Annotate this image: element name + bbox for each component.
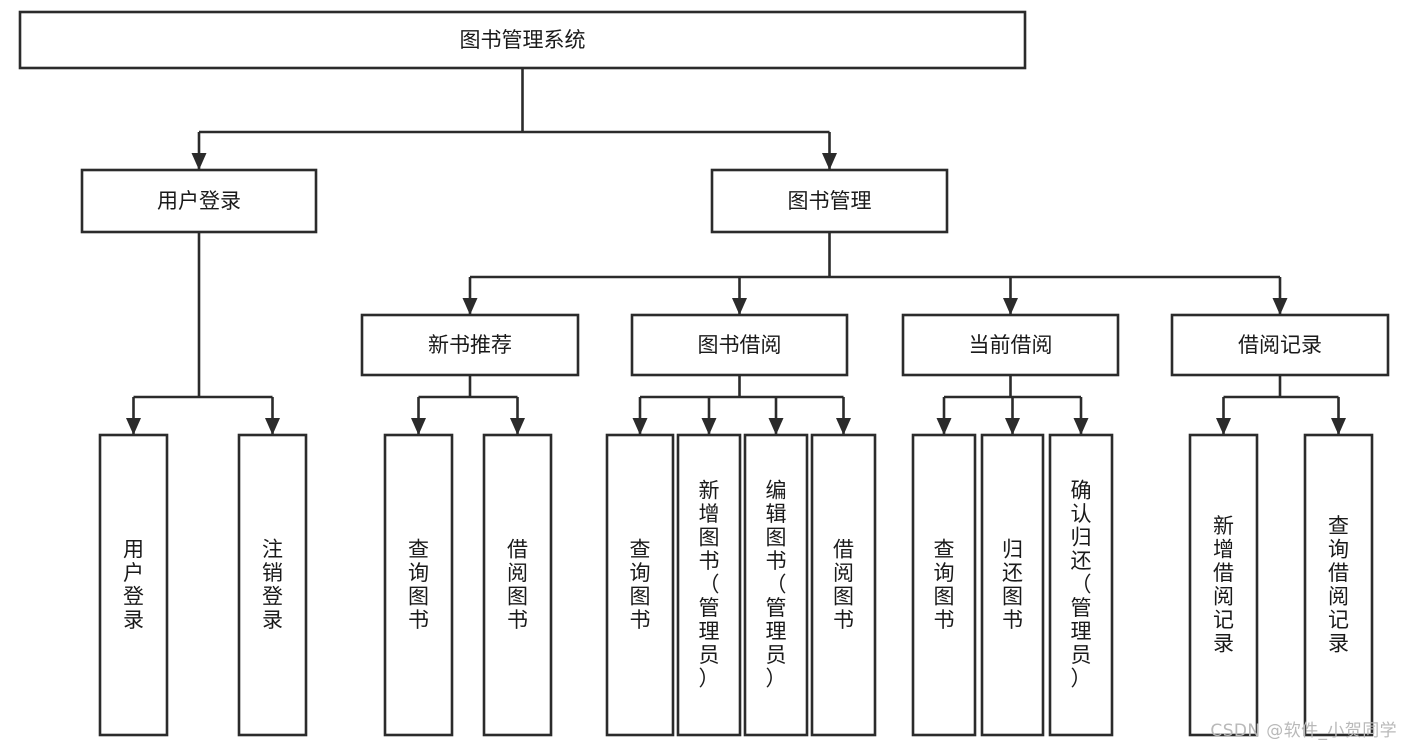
node-box — [1048, 433, 1114, 737]
arrowhead-icon — [1003, 298, 1018, 315]
node-box — [1303, 433, 1374, 737]
node-label: 图书管理 — [788, 189, 872, 213]
arrowhead-icon — [1005, 418, 1020, 435]
node-label: 新增借阅记录 — [1213, 514, 1234, 656]
nodes-layer: 图书管理系统用户登录图书管理新书推荐图书借阅当前借阅借阅记录用户登录注销登录查询… — [18, 10, 1390, 737]
node-label: 编辑图书（管理员） — [766, 479, 787, 691]
arrowhead-icon — [768, 418, 784, 435]
node-label: 查询图书 — [934, 537, 955, 632]
arrowhead-icon — [191, 153, 207, 170]
node-label: 确认归还（管理员） — [1071, 479, 1092, 691]
node-box — [630, 313, 849, 377]
node-leaf-query-book-borrow[interactable]: 查询图书 — [605, 433, 675, 737]
node-new-book-rec[interactable]: 新书推荐 — [360, 313, 580, 377]
node-box — [80, 168, 318, 234]
edge-group-new-book-rec — [411, 375, 525, 435]
arrowhead-icon — [411, 418, 426, 435]
node-label: 借阅图书 — [833, 537, 854, 632]
node-borrow-record[interactable]: 借阅记录 — [1170, 313, 1390, 377]
node-label: 查询借阅记录 — [1328, 514, 1349, 656]
node-box — [482, 433, 553, 737]
node-current-borrow[interactable]: 当前借阅 — [901, 313, 1120, 377]
node-label: 新书推荐 — [428, 333, 512, 357]
edge-group-user-login — [126, 232, 280, 435]
node-box — [710, 168, 949, 234]
node-leaf-return-book[interactable]: 归还图书 — [980, 433, 1045, 737]
node-box — [901, 313, 1120, 377]
edge-group-book-borrow — [632, 375, 851, 435]
node-label: 用户登录 — [123, 537, 144, 632]
node-leaf-query-book-current[interactable]: 查询图书 — [911, 433, 977, 737]
arrowhead-icon — [936, 418, 952, 435]
node-leaf-confirm-return-admin[interactable]: 确认归还（管理员） — [1048, 433, 1114, 737]
node-label: 图书管理系统 — [460, 28, 586, 52]
node-user-login[interactable]: 用户登录 — [80, 168, 318, 234]
node-book-borrow[interactable]: 图书借阅 — [630, 313, 849, 377]
edge-group-current-borrow — [936, 375, 1089, 435]
node-box — [911, 433, 977, 737]
node-box — [676, 433, 742, 737]
arrowhead-icon — [1216, 418, 1231, 435]
node-label: 注销登录 — [262, 537, 283, 632]
node-leaf-add-book-admin[interactable]: 新增图书（管理员） — [676, 433, 742, 737]
edge-group-book-manage — [462, 232, 1288, 315]
node-box — [605, 433, 675, 737]
node-leaf-add-borrow-record[interactable]: 新增借阅记录 — [1188, 433, 1259, 737]
node-book-manage[interactable]: 图书管理 — [710, 168, 949, 234]
node-label: 图书借阅 — [698, 333, 782, 357]
node-box — [980, 433, 1045, 737]
connectors-layer — [126, 68, 1346, 435]
node-label: 当前借阅 — [969, 333, 1053, 357]
arrowhead-icon — [126, 418, 141, 435]
node-label: 新增图书（管理员） — [699, 479, 720, 691]
node-leaf-borrow-book-rec[interactable]: 借阅图书 — [482, 433, 553, 737]
node-leaf-query-borrow-record[interactable]: 查询借阅记录 — [1303, 433, 1374, 737]
node-label: 借阅记录 — [1238, 333, 1322, 357]
node-box — [743, 433, 809, 737]
node-box — [1170, 313, 1390, 377]
node-leaf-user-login[interactable]: 用户登录 — [98, 433, 169, 737]
node-leaf-logout[interactable]: 注销登录 — [237, 433, 308, 737]
node-box — [18, 10, 1027, 70]
node-box — [237, 433, 308, 737]
node-label: 查询图书 — [630, 537, 651, 632]
node-label: 借阅图书 — [507, 537, 528, 632]
node-root[interactable]: 图书管理系统 — [18, 10, 1027, 70]
arrowhead-icon — [701, 418, 717, 435]
node-label: 用户登录 — [157, 189, 241, 213]
node-label: 查询图书 — [408, 537, 429, 632]
node-box — [98, 433, 169, 737]
arrowhead-icon — [1331, 418, 1346, 435]
arrowhead-icon — [510, 418, 525, 435]
node-box — [1188, 433, 1259, 737]
node-box — [810, 433, 877, 737]
arrowhead-icon — [632, 418, 648, 435]
node-leaf-edit-book-admin[interactable]: 编辑图书（管理员） — [743, 433, 809, 737]
arrowhead-icon — [462, 298, 478, 315]
node-box — [383, 433, 454, 737]
edge-group-root — [191, 68, 837, 170]
edge-group-borrow-record — [1216, 375, 1346, 435]
arrowhead-icon — [265, 418, 280, 435]
arrowhead-icon — [836, 418, 851, 435]
arrowhead-icon — [822, 153, 837, 170]
node-label: 归还图书 — [1002, 537, 1023, 632]
arrowhead-icon — [1272, 298, 1288, 315]
watermark-text: CSDN @软件_小贺同学 — [1210, 721, 1397, 741]
node-box — [360, 313, 580, 377]
node-leaf-borrow-book-borrow[interactable]: 借阅图书 — [810, 433, 877, 737]
node-leaf-query-book-rec[interactable]: 查询图书 — [383, 433, 454, 737]
arrowhead-icon — [1073, 418, 1089, 435]
arrowhead-icon — [732, 298, 747, 315]
